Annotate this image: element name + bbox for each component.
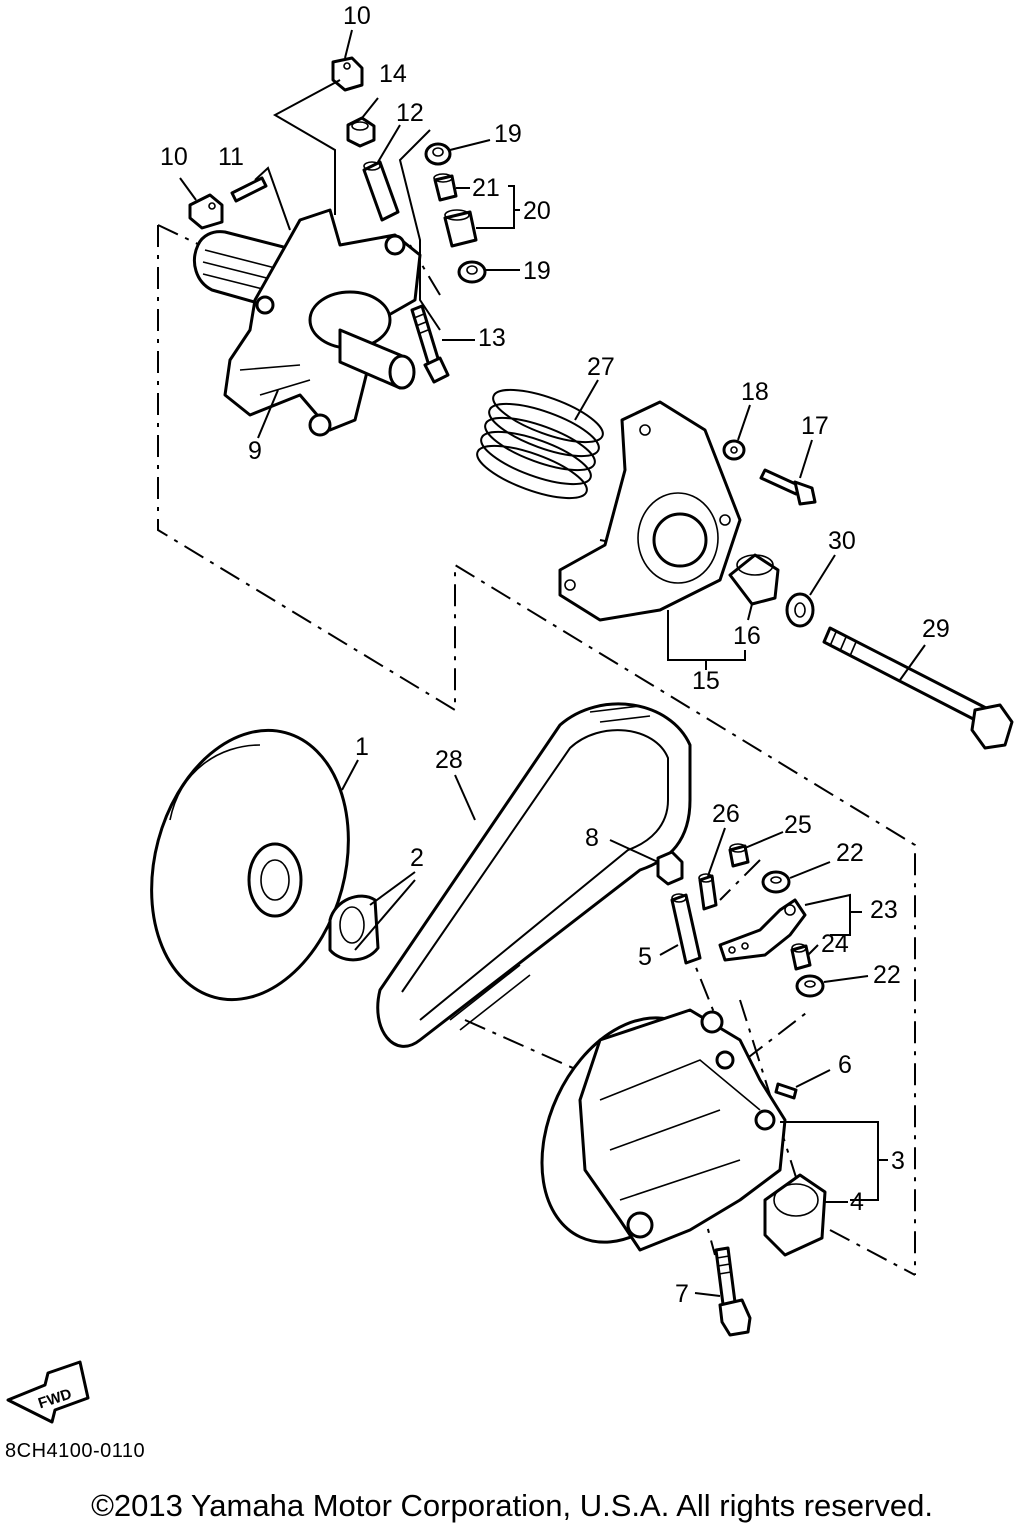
part-3-movable-sheave bbox=[540, 1008, 787, 1252]
part-1-fixed-sheave bbox=[150, 728, 350, 1002]
callout-15: 15 bbox=[692, 667, 720, 695]
part-7-bolt bbox=[714, 1246, 752, 1337]
copyright-notice: ©2013 Yamaha Motor Corporation, U.S.A. A… bbox=[91, 1488, 933, 1523]
callout-7: 7 bbox=[675, 1280, 689, 1308]
part-22-washer-top bbox=[761, 870, 791, 894]
part-30-washer bbox=[785, 592, 815, 628]
callout-14: 14 bbox=[379, 60, 407, 88]
callout-16: 16 bbox=[733, 622, 761, 650]
part-25-pin bbox=[728, 843, 750, 868]
part-11-pin bbox=[230, 176, 268, 203]
callout-1: 1 bbox=[355, 733, 369, 761]
part-6-set-screw bbox=[774, 1082, 798, 1100]
callout-8: 8 bbox=[585, 824, 599, 852]
part-10-slider-left bbox=[188, 193, 224, 230]
callout-13: 13 bbox=[478, 324, 506, 352]
fwd-arrow-icon: FWD bbox=[6, 1360, 90, 1424]
part-19-washer-bottom bbox=[457, 260, 487, 284]
callout-6: 6 bbox=[838, 1051, 852, 1079]
part-15-cover-plate bbox=[558, 400, 742, 622]
callout-22-top: 22 bbox=[836, 839, 864, 867]
callout-29: 29 bbox=[922, 615, 950, 643]
callout-3: 3 bbox=[891, 1147, 905, 1175]
callout-20: 20 bbox=[523, 197, 551, 225]
part-17-bolt bbox=[759, 468, 817, 506]
part-12-shaft-pin bbox=[362, 160, 400, 222]
callout-4: 4 bbox=[850, 1188, 864, 1216]
callout-30: 30 bbox=[828, 527, 856, 555]
part-23-arm bbox=[718, 898, 807, 962]
part-24-collar bbox=[790, 943, 812, 971]
part-19-washer-top bbox=[424, 142, 452, 166]
callout-23: 23 bbox=[870, 896, 898, 924]
part-13-bolt bbox=[410, 304, 450, 384]
callout-10-top: 10 bbox=[343, 2, 371, 30]
callout-9: 9 bbox=[248, 437, 262, 465]
callout-2: 2 bbox=[410, 844, 424, 872]
callout-27: 27 bbox=[587, 353, 615, 381]
callout-21: 21 bbox=[472, 174, 500, 202]
callout-labels: 10 14 12 19 10 11 21 20 19 13 9 27 18 17… bbox=[160, 2, 950, 1308]
part-29-long-bolt bbox=[822, 626, 1014, 750]
part-26-bolt bbox=[698, 873, 718, 911]
callout-17: 17 bbox=[801, 412, 829, 440]
part-22-washer-bottom bbox=[795, 974, 825, 998]
part-5-pin bbox=[670, 893, 702, 965]
part-10-slider-top bbox=[331, 56, 364, 92]
callout-10-left: 10 bbox=[160, 143, 188, 171]
callout-25: 25 bbox=[784, 811, 812, 839]
callout-12: 12 bbox=[396, 99, 424, 127]
callout-28: 28 bbox=[435, 746, 463, 774]
callout-19-bottom: 19 bbox=[523, 257, 551, 285]
callout-18: 18 bbox=[741, 378, 769, 406]
part-8-nut bbox=[656, 850, 684, 886]
diagram-code: 8CH4100-0110 bbox=[5, 1440, 146, 1462]
callout-19-top: 19 bbox=[494, 120, 522, 148]
part-21-collar bbox=[433, 173, 458, 202]
part-4-bushing bbox=[763, 1173, 827, 1257]
part-27-spring bbox=[476, 388, 604, 500]
part-16-bushing bbox=[728, 553, 780, 606]
callout-26: 26 bbox=[712, 800, 740, 828]
callout-22-bottom: 22 bbox=[873, 961, 901, 989]
part-9-sheave-assembly bbox=[193, 208, 422, 437]
part-20-bushing bbox=[443, 209, 478, 248]
part-18-washer bbox=[722, 439, 746, 461]
callout-11: 11 bbox=[218, 143, 244, 171]
callout-24: 24 bbox=[821, 930, 849, 958]
callout-5: 5 bbox=[638, 943, 652, 971]
part-28-drive-belt bbox=[376, 702, 692, 1048]
leader-lines bbox=[179, 29, 926, 1297]
part-14-nut bbox=[346, 116, 376, 148]
